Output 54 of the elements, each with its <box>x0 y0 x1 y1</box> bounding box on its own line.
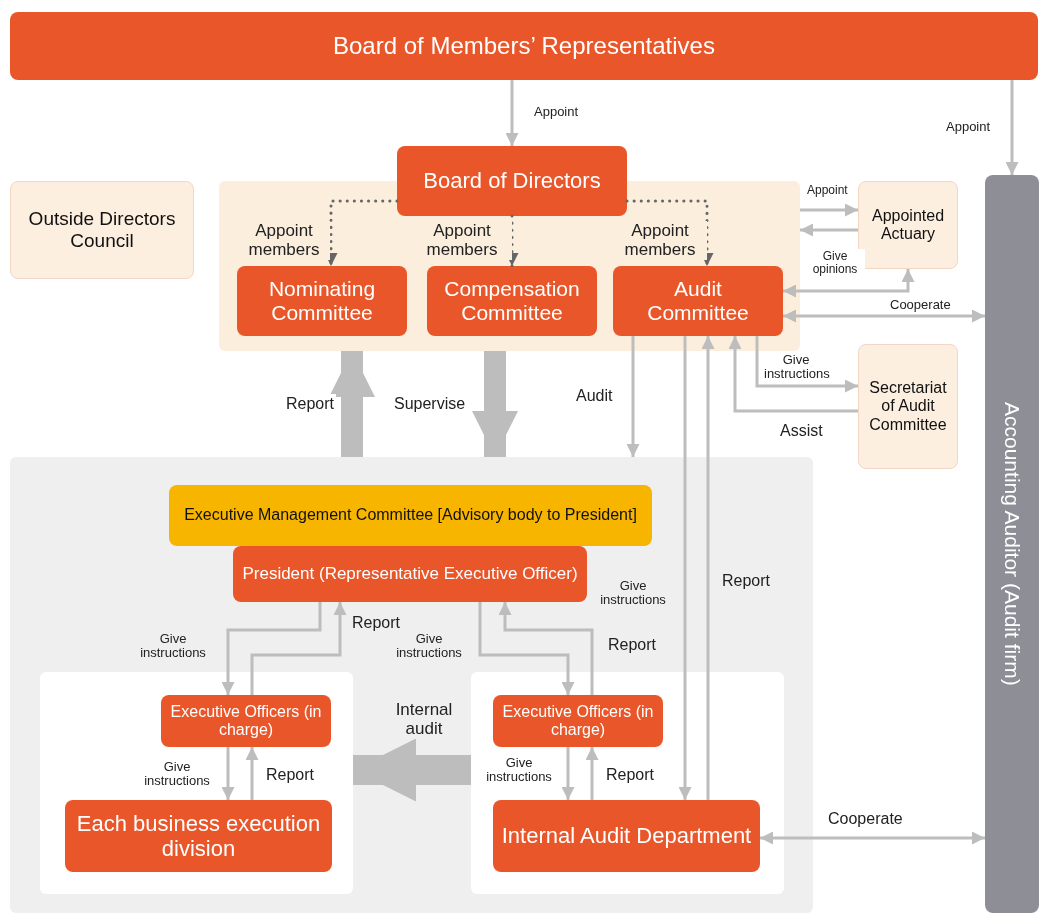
council-box: Outside Directors Council <box>10 181 194 279</box>
arrow <box>755 336 858 393</box>
arrow <box>250 602 347 695</box>
arrow <box>800 203 858 217</box>
edge-label: Report <box>604 765 657 785</box>
arrow <box>221 747 235 800</box>
edge-label: Report <box>606 635 659 655</box>
arrow <box>728 336 858 413</box>
arrow <box>783 309 985 323</box>
execution-panel <box>10 457 813 913</box>
actuary-box: Appointed Actuary <box>858 181 958 269</box>
edge-label: Cooperate <box>888 297 953 314</box>
arrow <box>561 747 575 800</box>
president-box: President (Representative Executive Officer) <box>233 546 587 602</box>
arrow <box>498 602 594 695</box>
dotted-arrow <box>625 199 714 268</box>
department-box: Internal Audit Department <box>493 800 760 872</box>
division-box: Each business execution division <box>65 800 332 872</box>
arrow <box>760 831 985 845</box>
arrow <box>1005 80 1019 175</box>
committee-box: Executive Management Committee [Advisory body to President] <box>169 485 652 546</box>
arrow <box>585 747 599 800</box>
officers-box: Executive Officers (in charge) <box>493 695 663 747</box>
arrow <box>626 336 640 457</box>
edge-label: Report <box>284 394 337 414</box>
block-arrow <box>328 351 376 457</box>
arrow <box>678 336 692 800</box>
block-arrow <box>471 351 519 457</box>
arrow <box>783 269 915 298</box>
edge-label: Report <box>350 613 403 633</box>
edge-label: Appoint <box>805 183 850 199</box>
officers-box: Executive Officers (in charge) <box>161 695 331 747</box>
board-box: Board of Directors <box>397 146 627 216</box>
arrow <box>221 602 322 695</box>
arrow <box>800 223 858 237</box>
division-panel <box>40 672 353 894</box>
edge-label: Appoint <box>944 119 993 136</box>
edge-label: Appoint <box>532 104 581 121</box>
committee-box: Compensation Committee <box>427 266 597 336</box>
arrow <box>505 80 519 146</box>
auditor-bar: Accounting Auditor (Audit firm) <box>985 175 1039 913</box>
edge-label: Supervise <box>392 394 468 414</box>
edge-label: Report <box>720 571 773 591</box>
committee-box: Nominating Committee <box>237 266 407 336</box>
block-arrow <box>353 738 471 802</box>
arrow <box>478 602 575 695</box>
arrow <box>701 336 715 800</box>
header-bar: Board of Members’ Representatives <box>10 12 1038 80</box>
edge-label: Cooperate <box>826 809 905 829</box>
arrow <box>245 747 259 800</box>
audit-panel <box>471 672 784 894</box>
edge-label: Report <box>264 765 317 785</box>
secretariat-box: Secretariat of Audit Committee <box>858 344 958 469</box>
committee-box: Audit Committee <box>613 266 783 336</box>
